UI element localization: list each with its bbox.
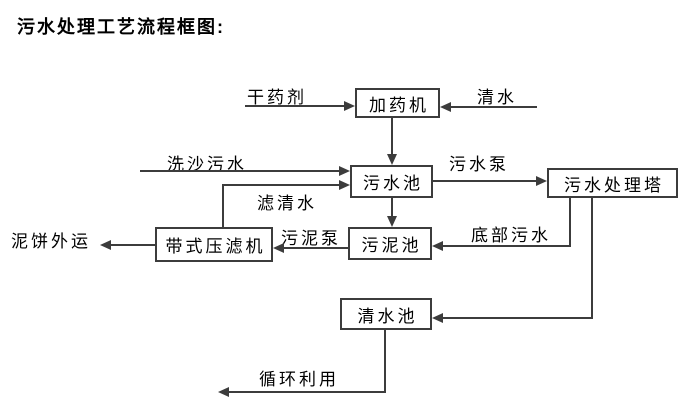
arrow-left-icon [440,102,451,112]
arrow-right-icon [339,166,350,176]
label-clear-water: 清水 [477,88,517,107]
label-sewage-pump: 污水泵 [449,155,509,174]
arrow-left-icon [218,387,229,397]
connector-filtered-water-vline [222,184,224,227]
label-bottom-sewage: 底部污水 [471,226,551,245]
connector-clear-water-line [449,106,537,108]
connector-dry-chemical-line [245,105,346,107]
node-sewage-pool: 污水池 [350,165,433,198]
connector-recycle-line [229,391,386,393]
label-filtered-water: 滤清水 [257,194,317,213]
connector-dosing-to-sewage-line [391,118,393,156]
arrow-left-icon [100,240,111,250]
connector-recycle-vline [384,330,386,392]
connector-tower-to-clear-vline [591,198,593,319]
connector-bottom-sewage-line [443,245,571,247]
label-mud-cake-out: 泥饼外运 [11,232,91,251]
connector-mud-cake-line [111,244,156,246]
arrow-left-icon [273,243,284,253]
label-dry-chemical: 干药剂 [247,88,307,107]
connector-filtered-water-line [222,184,341,186]
node-clear-water-pool: 清水池 [340,298,432,330]
label-sludge-pump: 污泥泵 [281,229,341,248]
node-belt-filter-press: 带式压滤机 [155,227,273,262]
connector-sand-washing-line [140,170,341,172]
connector-sewage-to-sludge-line [391,198,393,218]
connector-tower-to-clear-line [443,317,593,319]
label-recycle-reuse: 循环利用 [259,370,339,389]
arrow-down-icon [387,216,397,227]
arrow-left-icon [432,241,443,251]
node-treatment-tower: 污水处理塔 [547,168,678,198]
connector-sludge-pump-line [284,247,348,249]
arrow-left-icon [432,313,443,323]
arrow-down-icon [387,154,397,165]
label-sand-washing-sewage: 洗沙污水 [167,155,247,174]
page-title: 污水处理工艺流程框图: [17,17,225,37]
node-dosing-machine: 加药机 [355,88,440,118]
connector-sewage-pump-line [433,180,537,182]
arrow-right-icon [339,180,350,190]
arrow-right-icon [536,176,547,186]
connector-bottom-sewage-vline [569,198,571,247]
arrow-right-icon [344,101,355,111]
node-sludge-pool: 污泥池 [348,227,432,260]
